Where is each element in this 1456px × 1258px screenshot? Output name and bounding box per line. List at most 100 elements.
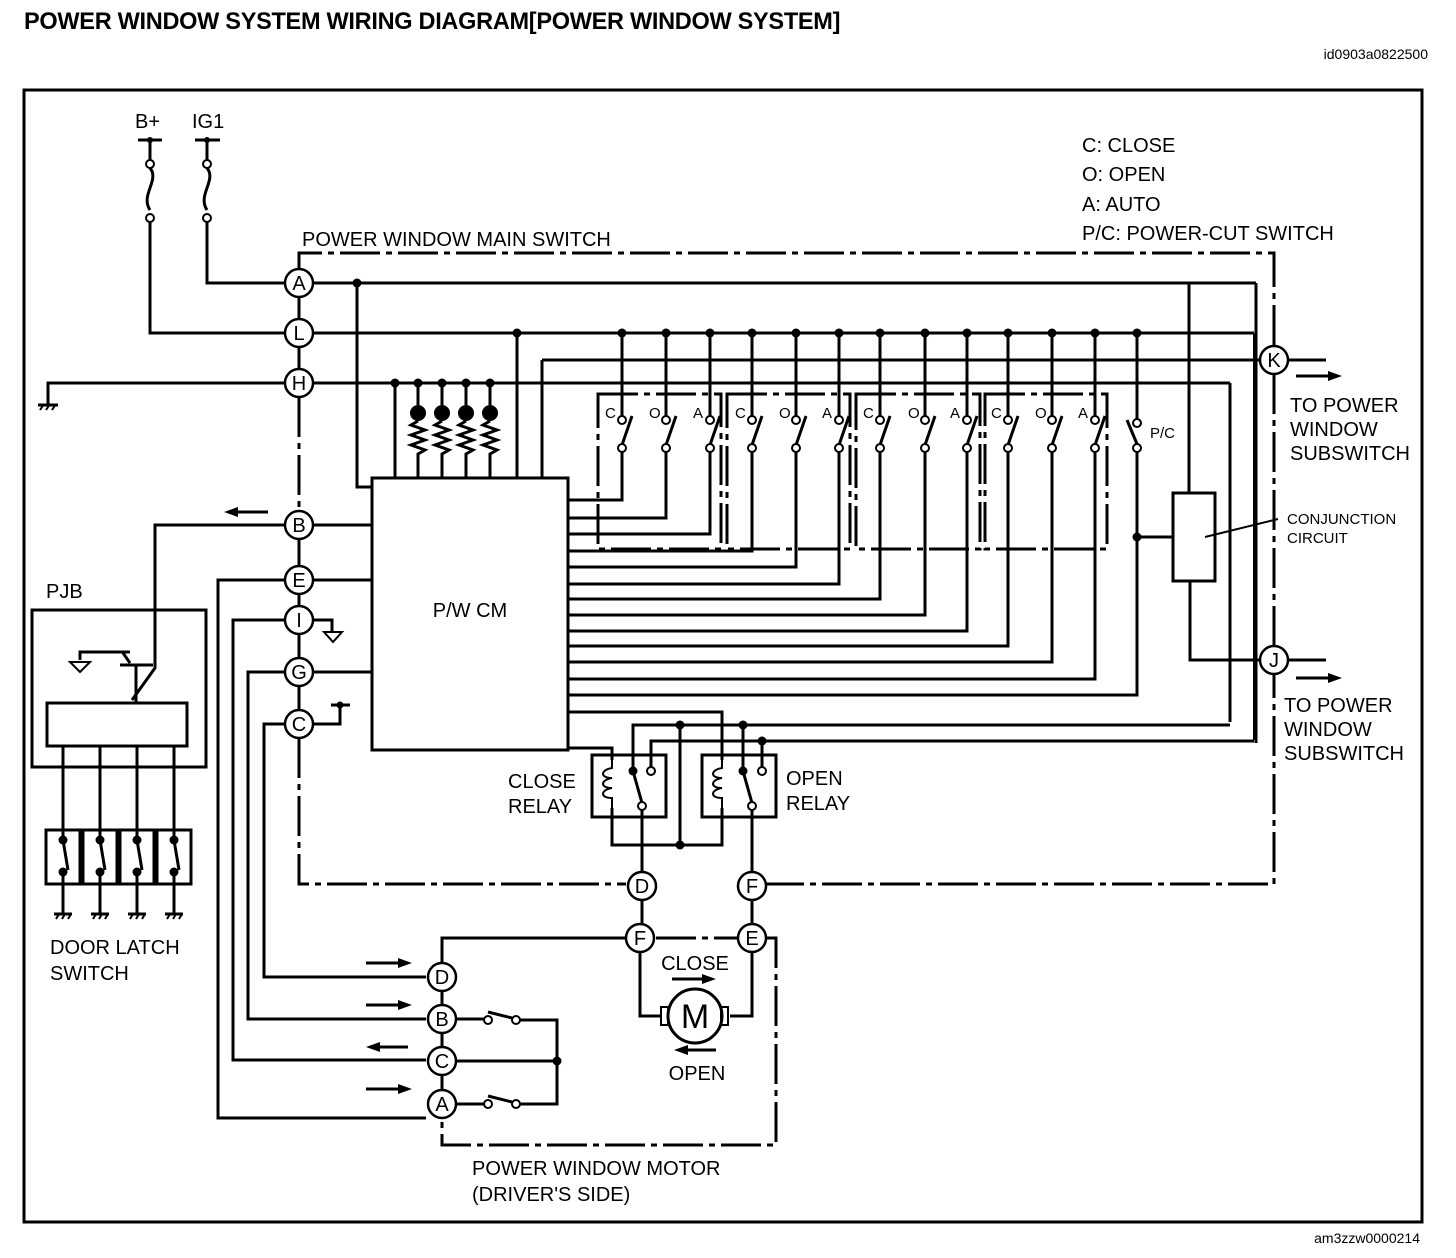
cm-output-line <box>568 452 841 586</box>
cm-output-line <box>568 452 668 520</box>
switch-contact-label: A <box>693 405 703 422</box>
led-icon <box>434 405 450 421</box>
switch-contact <box>962 415 972 425</box>
led-icon <box>482 405 498 421</box>
arrow-right-icon <box>366 1000 412 1010</box>
connector-c: C <box>283 708 315 740</box>
connector-label: G <box>291 662 307 684</box>
ground-icon <box>128 912 146 920</box>
switch-contact-label: A <box>822 405 832 422</box>
connector-label: F <box>634 928 646 950</box>
page-title: POWER WINDOW SYSTEM WIRING DIAGRAM[POWER… <box>24 8 841 35</box>
connector-a: A <box>283 267 315 299</box>
arrow-left-icon <box>674 1045 716 1055</box>
motor: M CLOSE OPEN <box>638 952 754 1085</box>
ground-icon <box>38 403 58 411</box>
motor-connector-b: B <box>426 1003 458 1035</box>
motor-open-label: OPEN <box>669 1063 726 1085</box>
pjb-label: PJB <box>46 581 83 603</box>
switch-contact <box>875 415 885 425</box>
motor-label-1: POWER WINDOW MOTOR <box>472 1158 721 1180</box>
ground-icon <box>91 912 109 920</box>
connector-label: A <box>435 1094 449 1116</box>
switch-contact <box>791 415 801 425</box>
door-latch-switch <box>155 746 193 920</box>
ground-triangle-icon <box>321 631 345 644</box>
cm-output-line <box>568 452 1010 648</box>
connector-label: C <box>435 1051 449 1073</box>
connector-label: J <box>1269 650 1279 672</box>
led-resistor <box>406 378 430 478</box>
connector-l: L <box>283 317 315 349</box>
arrow-right-icon <box>672 974 716 984</box>
motor-connector-a: A <box>426 1088 458 1120</box>
switch-contact-label: O <box>908 405 920 422</box>
cm-output-line <box>568 452 969 633</box>
connector-label: H <box>292 373 306 395</box>
conjunction-label-1: CONJUNCTION <box>1287 511 1396 528</box>
led-resistor <box>454 378 478 478</box>
connector-i: I <box>283 604 315 636</box>
connector-label: A <box>292 273 306 295</box>
ignition-label: IG1 <box>192 111 224 133</box>
connector-label: E <box>292 570 305 592</box>
resistor-icon <box>406 419 430 478</box>
switch-contact <box>747 415 757 425</box>
door-latch-label-2: SWITCH <box>50 963 129 985</box>
power-source-ignition: IG1 <box>192 111 285 285</box>
switch-contact-label: C <box>991 405 1002 422</box>
pw-cm-label: P/W CM <box>433 600 507 622</box>
cm-output-line <box>568 452 1097 681</box>
figure-id: am3zzw0000214 <box>1314 1230 1420 1246</box>
motor-connector-e: E <box>736 922 768 954</box>
open-relay-label-2: RELAY <box>786 793 850 815</box>
switch-contact <box>920 415 930 425</box>
switch-contact <box>617 415 627 425</box>
door-latch-switch <box>118 746 156 920</box>
power-cut-label: P/C <box>1150 425 1175 442</box>
relay-connector-f: F <box>736 870 768 902</box>
cm-output-line <box>568 452 1054 664</box>
conjunction-circuit: CONJUNCTION CIRCUIT <box>1171 491 1396 662</box>
fuse-icon <box>145 167 155 211</box>
k-subswitch-line2: WINDOW <box>1290 419 1378 441</box>
fuse-icon <box>202 167 212 211</box>
resistor-icon <box>430 419 454 478</box>
cm-output-line <box>568 452 798 569</box>
resistor-icon <box>454 419 478 478</box>
open-relay: OPEN RELAY <box>700 753 850 819</box>
led-resistor <box>430 378 454 478</box>
close-relay-label-1: CLOSE <box>508 771 576 793</box>
cm-output-line <box>568 452 927 617</box>
battery-label: B+ <box>135 111 160 133</box>
switch-contact <box>834 415 844 425</box>
relay-connector-d: D <box>626 870 658 902</box>
connector-label: L <box>293 323 304 345</box>
connector-label: C <box>292 714 306 736</box>
switch-contact-label: O <box>779 405 791 422</box>
pjb-module: PJB <box>30 581 208 769</box>
switch-contact <box>1047 415 1057 425</box>
power-cut-switch[interactable]: P/C <box>1125 328 1175 696</box>
document-id: id0903a0822500 <box>1323 46 1428 62</box>
cm-output-line <box>568 452 882 601</box>
transistor-icon <box>67 650 153 703</box>
connector-b: B <box>283 509 315 541</box>
motor-close-label: CLOSE <box>661 953 729 975</box>
motor-connector-c: C <box>426 1045 458 1077</box>
switch-contact <box>705 415 715 425</box>
connector-label: B <box>435 1009 448 1031</box>
connector-label: I <box>296 610 302 632</box>
conjunction-label-2: CIRCUIT <box>1287 530 1348 547</box>
switch-contact-label: C <box>863 405 874 422</box>
cm-output-line <box>568 452 754 553</box>
switch-contact-label: A <box>950 405 960 422</box>
k-subswitch-line3: SUBSWITCH <box>1290 443 1410 465</box>
door-latch-switch <box>44 746 82 920</box>
